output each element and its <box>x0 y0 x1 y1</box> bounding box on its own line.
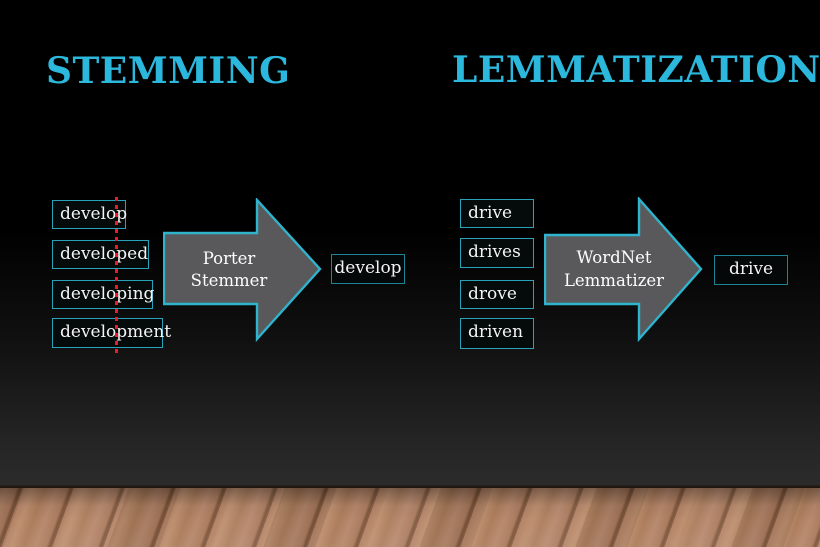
lemmatization-title: LEMMATIZATION <box>452 49 820 91</box>
word-box: development <box>52 318 171 348</box>
word-box: develop <box>52 200 127 229</box>
wordnet-lemmatizer-arrow-icon: WordNet Lemmatizer <box>544 197 704 342</box>
word-box: drove <box>460 280 534 309</box>
stemming-title: STEMMING <box>46 50 291 92</box>
word-box: driven <box>460 318 534 349</box>
wood-floor <box>0 488 820 547</box>
word-box: drives <box>460 238 534 268</box>
word-box: developing <box>52 280 154 309</box>
word-box: developed <box>52 240 149 269</box>
right-arrow-icon <box>544 197 703 342</box>
wall-floor-junction <box>0 485 820 489</box>
lemma-result-box: drive <box>714 255 788 285</box>
wood-planks <box>0 488 820 547</box>
stem-cut-dotted-line <box>115 197 118 353</box>
word-box: drive <box>460 199 534 228</box>
right-arrow-icon <box>163 198 322 342</box>
porter-stemmer-arrow-icon: Porter Stemmer <box>163 198 323 342</box>
stem-result-box: develop <box>331 254 405 284</box>
